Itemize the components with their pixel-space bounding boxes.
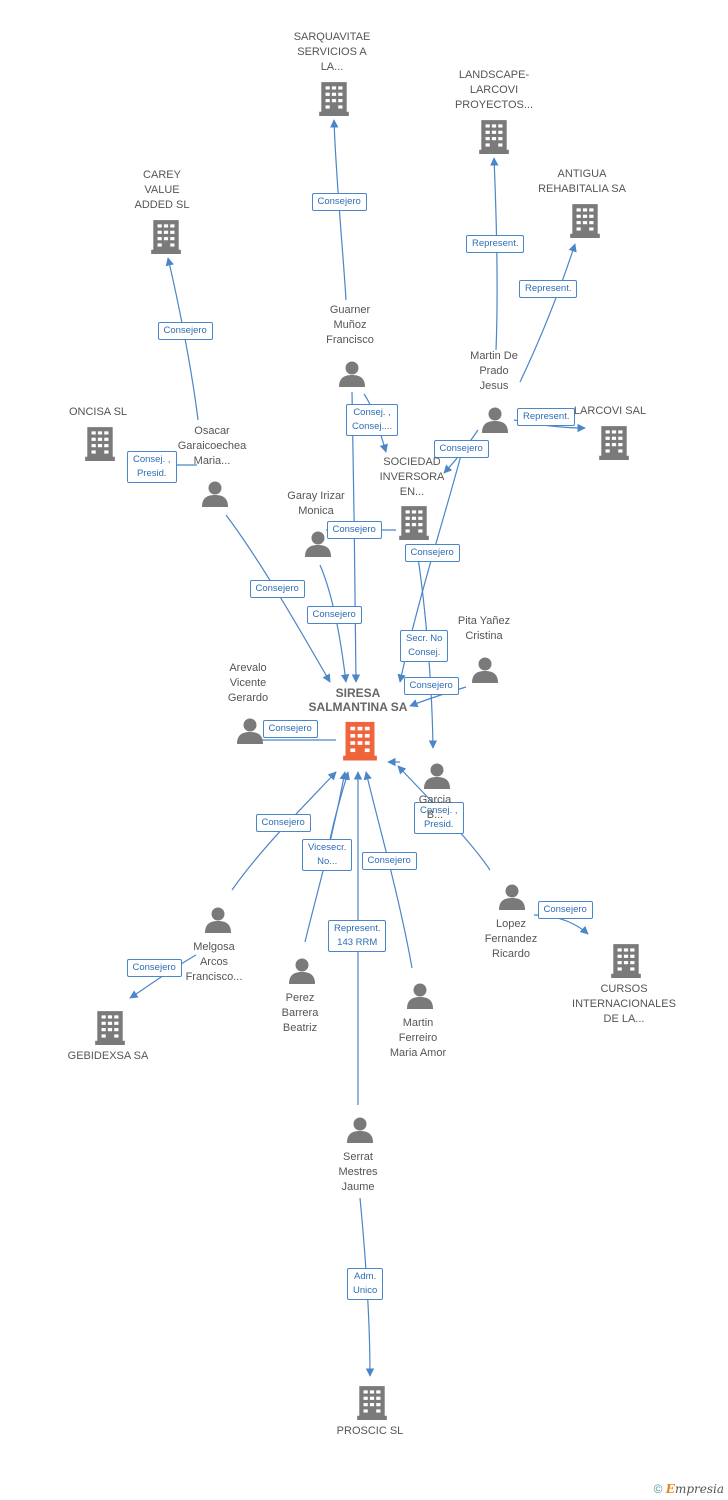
relation-label[interactable]: Adm. Unico (347, 1268, 384, 1300)
person-icon[interactable] (472, 657, 498, 684)
person-icon[interactable] (424, 763, 450, 790)
person-icon[interactable] (205, 907, 231, 934)
person-name[interactable]: Garcia B... (418, 794, 452, 821)
person-icon[interactable] (407, 983, 433, 1010)
person-name[interactable]: Arevalo Vicente Gerardo (227, 661, 269, 704)
person-name[interactable]: Garay Irizar Monica (287, 490, 345, 517)
company-name[interactable]: SARQUAVITAE SERVICIOS A LA... (293, 30, 371, 73)
person-icon[interactable] (339, 361, 365, 388)
building-icon[interactable] (85, 427, 115, 461)
footer: © Empresia (654, 1482, 724, 1496)
person-name[interactable]: Serrat Mestres Jaume (338, 1150, 378, 1193)
relation-label[interactable]: Consejero (433, 440, 489, 458)
building-icon[interactable] (95, 1011, 125, 1045)
person-name[interactable]: Pita Yañez Cristina (457, 615, 511, 642)
company-name[interactable]: GEBIDEXSA SA (67, 1049, 149, 1062)
person-icon[interactable] (499, 884, 525, 911)
relation-label[interactable]: Vicesecr. No... (302, 839, 353, 871)
relation-label[interactable]: Consejero (157, 322, 213, 340)
relation-label[interactable]: Consejero (537, 901, 593, 919)
edge-r14 (409, 686, 467, 708)
building-icon[interactable] (570, 204, 600, 238)
relation-label[interactable]: Consejero (249, 580, 305, 598)
person-name[interactable]: Martin Ferreiro Maria Amor (389, 1016, 447, 1059)
person-icon[interactable] (347, 1117, 373, 1144)
relation-label[interactable]: Consejero (255, 814, 311, 832)
relation-label[interactable]: Represent. 143 RRM (328, 920, 387, 952)
relation-label[interactable]: Consejero (126, 959, 182, 977)
building-icon[interactable] (399, 506, 429, 540)
relation-label[interactable]: Represent. (466, 235, 525, 253)
company-name[interactable]: LANDSCAPE- LARCOVI PROYECTOS... (454, 68, 534, 111)
relation-label[interactable]: Consej. , Presid. (414, 802, 464, 834)
building-icon[interactable] (479, 120, 509, 154)
edge-r1 (330, 119, 347, 301)
person-name[interactable]: Guarner Muñoz Francisco (326, 303, 374, 346)
center-company-name[interactable]: SIRESA SALMANTINA SA (308, 686, 408, 714)
person-name[interactable]: Melgosa Arcos Francisco... (185, 940, 243, 983)
relation-label[interactable]: Represent. (519, 280, 578, 298)
company-name[interactable]: CURSOS INTERNACIONALES DE LA... (572, 982, 676, 1025)
person-name[interactable]: Lopez Fernandez Ricardo (484, 917, 538, 960)
relation-label[interactable]: Secr. No Consej. (400, 630, 449, 662)
person-icon[interactable] (202, 481, 228, 508)
company-name[interactable]: ONCISA SL (68, 405, 128, 418)
person-icon[interactable] (482, 407, 508, 434)
building-icon[interactable] (151, 220, 181, 254)
relation-label[interactable]: Consejero (361, 852, 417, 870)
person-name[interactable]: Perez Barrera Beatriz (281, 991, 319, 1034)
relation-label[interactable]: Represent. (517, 408, 576, 426)
building-icon[interactable] (599, 426, 629, 460)
person-name[interactable]: Osacar Garaicoechea Maria... (177, 424, 247, 467)
company-name[interactable]: LARCOVI SAL (573, 404, 647, 417)
company-name[interactable]: CAREY VALUE ADDED SL (134, 168, 190, 211)
edge-r21 (129, 954, 197, 999)
person-name[interactable]: Martin De Prado Jesus (470, 349, 518, 392)
person-icon[interactable] (289, 958, 315, 985)
brand-logo[interactable]: Empresia (665, 1482, 724, 1496)
relation-label[interactable]: Consejero (404, 544, 460, 562)
company-name[interactable]: PROSCIC SL (336, 1424, 404, 1437)
edge-r2 (490, 157, 499, 351)
person-icon[interactable] (237, 718, 263, 745)
building-icon[interactable] (357, 1386, 387, 1420)
relation-label[interactable]: Consejero (311, 193, 367, 211)
edge-r3 (519, 243, 577, 383)
relation-label[interactable]: Consej. , Consej.... (346, 404, 399, 436)
building-icon[interactable] (611, 944, 641, 978)
relation-label[interactable]: Consejero (403, 677, 459, 695)
edge-r11 (319, 564, 350, 683)
company-name[interactable]: ANTIGUA REHABITALIA SA (538, 168, 626, 195)
relation-label[interactable]: Consej. , Presid. (127, 451, 177, 483)
relation-label[interactable]: Consejero (262, 720, 318, 738)
relation-label[interactable]: Consejero (306, 606, 362, 624)
building-icon[interactable] (319, 82, 349, 116)
copyright-symbol: © (653, 1482, 663, 1496)
building-icon[interactable] (343, 721, 377, 761)
relation-label[interactable]: Consejero (326, 521, 382, 539)
company-name[interactable]: SOCIEDAD INVERSORA EN... (379, 455, 445, 498)
